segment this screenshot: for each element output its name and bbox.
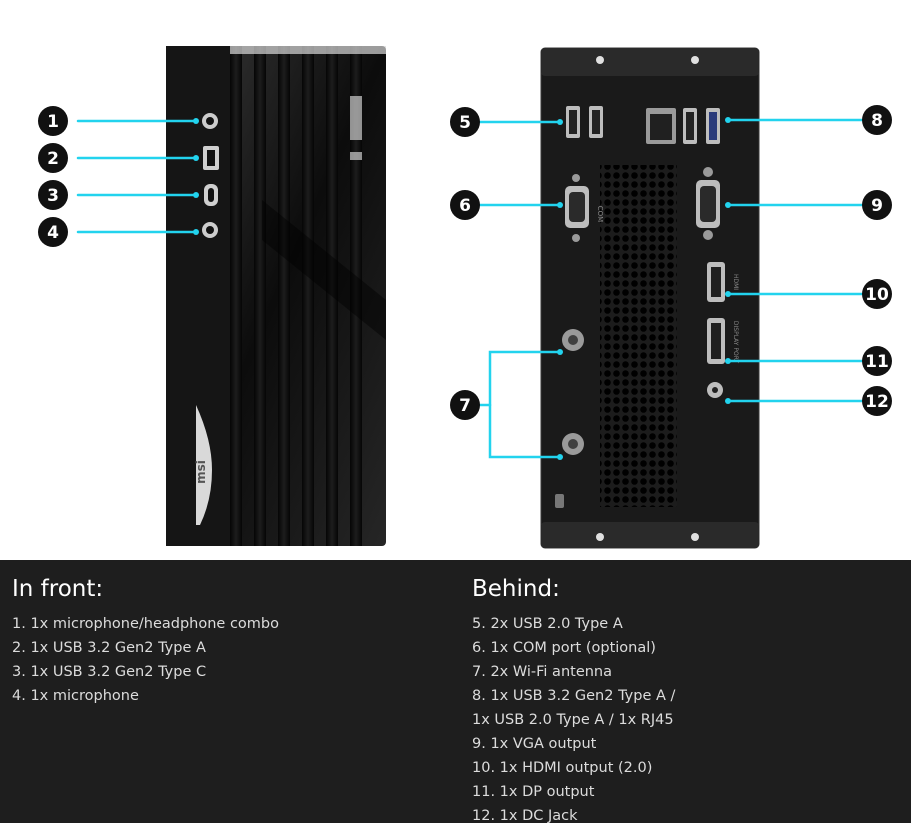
front-spec-list: 1. 1x microphone/headphone combo 2. 1x U… [12, 612, 442, 708]
callout-lines [76, 118, 864, 459]
spec-item: 11. 1x DP output [472, 784, 595, 800]
front-specs: In front: 1. 1x microphone/headphone com… [12, 560, 442, 708]
svg-text:10: 10 [865, 285, 889, 305]
svg-text:2: 2 [47, 149, 59, 169]
callout-badge-11: 11 [862, 346, 892, 376]
svg-text:4: 4 [47, 223, 59, 243]
callout-dots [193, 117, 731, 460]
spec-item: 5. 2x USB 2.0 Type A [472, 616, 623, 632]
logo-badge [196, 405, 212, 525]
spec-item: 6. 1x COM port (optional) [472, 640, 656, 656]
spec-item: 9. 1x VGA output [472, 736, 597, 752]
callout-badge-2: 2 [38, 143, 68, 173]
com-port-label: COM [596, 206, 604, 222]
callout-badge-6: 6 [450, 190, 480, 220]
callout-badge-5: 5 [450, 107, 480, 137]
device-diagram: msi [38, 46, 892, 549]
callout-badge-8: 8 [862, 105, 892, 135]
front-title: In front: [12, 576, 104, 602]
hdmi-port-label: HDMI [732, 274, 739, 290]
spec-item: 10. 1x HDMI output (2.0) [472, 760, 653, 776]
behind-specs: Behind: 5. 2x USB 2.0 Type A 6. 1x COM p… [472, 560, 902, 823]
spec-item: 3. 1x USB 3.2 Gen2 Type C [12, 664, 207, 680]
spec-item: 1. 1x microphone/headphone combo [12, 616, 279, 632]
svg-text:3: 3 [47, 186, 59, 206]
svg-text:12: 12 [865, 392, 889, 412]
behind-spec-list: 5. 2x USB 2.0 Type A 6. 1x COM port (opt… [472, 612, 902, 823]
svg-text:6: 6 [459, 196, 471, 216]
front-slats [230, 46, 386, 546]
back-case: COM HDMI DISPLAY PORT [540, 47, 760, 549]
lock-slot-icon [555, 494, 564, 508]
callout-badge-7: 7 [450, 390, 480, 420]
front-case: msi [166, 46, 386, 546]
svg-text:11: 11 [865, 352, 889, 372]
spec-item: 8. 1x USB 3.2 Gen2 Type A / [472, 688, 676, 704]
svg-text:8: 8 [871, 111, 883, 131]
spec-item: 1x USB 2.0 Type A / 1x RJ45 [472, 712, 674, 728]
svg-text:5: 5 [459, 113, 471, 133]
behind-title: Behind: [472, 576, 560, 602]
callout-badge-12: 12 [862, 386, 892, 416]
spec-item: 4. 1x microphone [12, 688, 139, 704]
specs-panel: In front: 1. 1x microphone/headphone com… [0, 560, 911, 823]
callout-badge-4: 4 [38, 217, 68, 247]
svg-text:7: 7 [459, 396, 471, 416]
svg-text:1: 1 [47, 112, 59, 132]
spec-item: 12. 1x DC Jack [472, 808, 578, 823]
back-ports: COM HDMI DISPLAY PORT [555, 106, 739, 508]
svg-text:9: 9 [871, 196, 883, 216]
callout-badge-3: 3 [38, 180, 68, 210]
vent-grille [600, 165, 677, 507]
callout-badge-1: 1 [38, 106, 68, 136]
spec-item: 2. 1x USB 3.2 Gen2 Type A [12, 640, 206, 656]
displayport-label: DISPLAY PORT [732, 321, 739, 364]
spec-item: 7. 2x Wi-Fi antenna [472, 664, 613, 680]
callout-badge-9: 9 [862, 190, 892, 220]
msi-logo-text: msi [194, 460, 208, 484]
front-ports [202, 113, 219, 238]
callout-badge-10: 10 [862, 279, 892, 309]
